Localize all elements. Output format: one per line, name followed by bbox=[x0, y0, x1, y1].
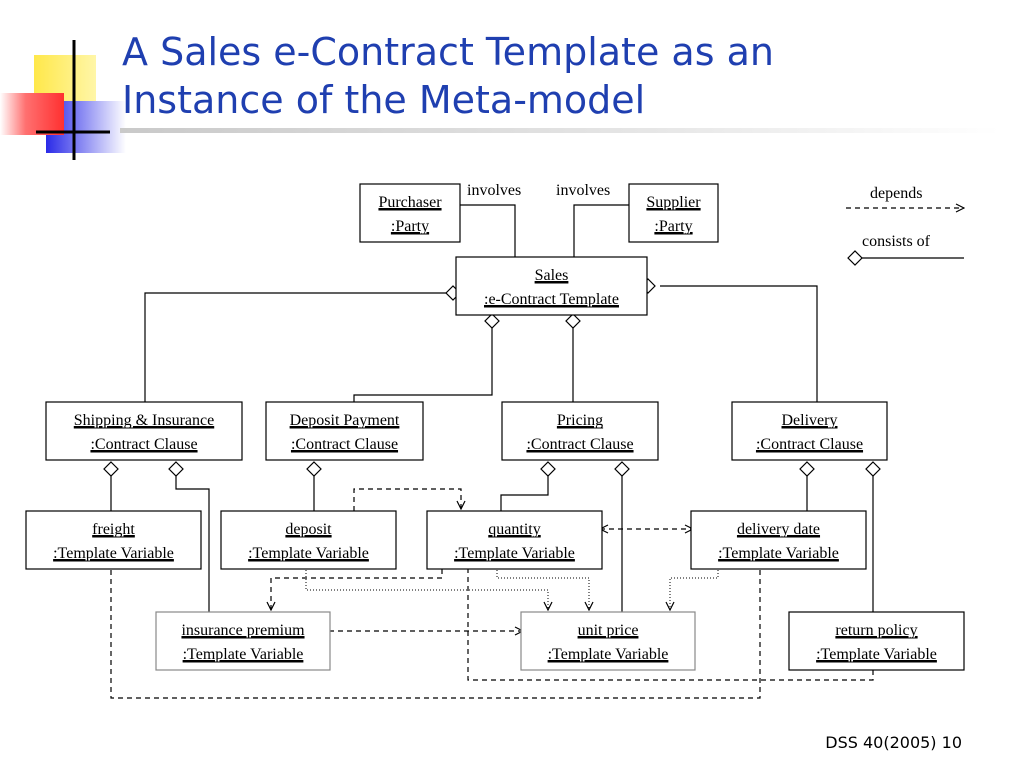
node-type: :e-Contract Template bbox=[484, 291, 619, 308]
node-name: Delivery bbox=[782, 412, 838, 429]
involves-label-right: involves bbox=[556, 182, 610, 199]
node-name: delivery date bbox=[737, 521, 820, 538]
node-unit-price: unit price :Template Variable bbox=[520, 611, 696, 671]
node-type: :Contract Clause bbox=[756, 436, 863, 453]
node-box bbox=[520, 611, 696, 671]
node-type: :Contract Clause bbox=[291, 436, 398, 453]
node-name: Shipping & Insurance bbox=[74, 412, 214, 429]
node-return-policy: return policy :Template Variable bbox=[788, 611, 965, 671]
node-deposit: deposit :Template Variable bbox=[220, 510, 397, 570]
link-pricing-quantity bbox=[500, 476, 549, 511]
diamond-deposit-payment bbox=[306, 461, 322, 477]
node-box bbox=[265, 401, 424, 461]
diamond-pricing-2 bbox=[614, 461, 630, 477]
node-name: Purchaser bbox=[378, 194, 442, 211]
link-shipping-insurance bbox=[175, 476, 210, 612]
diamond-shipping-2 bbox=[168, 461, 184, 477]
dep-deposit-quantity bbox=[353, 488, 461, 511]
link-sales-deposit-payment bbox=[353, 328, 493, 402]
node-box bbox=[359, 183, 461, 243]
dep-freight-deliverydate bbox=[110, 558, 760, 699]
legend-consists-label: consists of bbox=[862, 233, 931, 250]
link-sales-shipping bbox=[144, 292, 446, 402]
node-type: :Contract Clause bbox=[526, 436, 633, 453]
corner-logo bbox=[0, 40, 126, 160]
involves-line-purchaser bbox=[460, 204, 516, 257]
involves-label-left: involves bbox=[467, 182, 521, 199]
node-deposit-payment: Deposit Payment :Contract Clause bbox=[265, 401, 424, 461]
node-type: :Party bbox=[654, 218, 692, 235]
node-name: Deposit Payment bbox=[290, 412, 400, 429]
diamond-sales-bottom-left bbox=[484, 313, 500, 329]
node-freight: freight :Template Variable bbox=[25, 510, 202, 570]
node-name: return policy bbox=[835, 622, 917, 639]
dep-returnpolicy-quantity bbox=[468, 558, 874, 681]
involves-line-supplier bbox=[573, 204, 630, 257]
node-delivery-date: delivery date :Template Variable bbox=[690, 510, 867, 570]
node-name: freight bbox=[92, 521, 135, 538]
node-purchaser: Purchaser :Party bbox=[359, 183, 461, 243]
node-type: :Template Variable bbox=[53, 545, 174, 562]
node-type: :Template Variable bbox=[183, 646, 304, 663]
link-sales-delivery bbox=[660, 285, 818, 402]
node-name: Pricing bbox=[557, 412, 603, 429]
node-box bbox=[25, 510, 202, 570]
node-pricing: Pricing :Contract Clause bbox=[501, 401, 659, 461]
title-line-1: A Sales e-Contract Template as an bbox=[122, 30, 774, 74]
node-name: insurance premium bbox=[181, 622, 305, 639]
node-box bbox=[788, 611, 965, 671]
title-line-2: Instance of the Meta-model bbox=[122, 78, 646, 122]
node-shipping: Shipping & Insurance :Contract Clause bbox=[45, 401, 243, 461]
node-box bbox=[426, 510, 603, 570]
composition-lines bbox=[110, 204, 964, 612]
node-box bbox=[45, 401, 243, 461]
node-box bbox=[690, 510, 867, 570]
node-quantity: quantity :Template Variable bbox=[426, 510, 603, 570]
node-type: :Template Variable bbox=[248, 545, 369, 562]
node-box bbox=[220, 510, 397, 570]
diamond-shipping-1 bbox=[103, 461, 119, 477]
node-type: :Template Variable bbox=[816, 646, 937, 663]
slide-footer: DSS 40(2005) 10 bbox=[825, 733, 962, 752]
node-type: :Template Variable bbox=[454, 545, 575, 562]
node-type: :Contract Clause bbox=[90, 436, 197, 453]
node-supplier: Supplier :Party bbox=[628, 183, 719, 243]
node-box bbox=[155, 611, 331, 671]
node-box bbox=[455, 256, 648, 316]
page-title: A Sales e-Contract Template as an Instan… bbox=[122, 28, 1002, 124]
node-name: Sales bbox=[535, 267, 569, 284]
node-sales: Sales :e-Contract Template bbox=[455, 256, 648, 316]
node-box bbox=[628, 183, 719, 243]
title-underline bbox=[120, 128, 1000, 133]
diamond-pricing-1 bbox=[540, 461, 556, 477]
node-name: deposit bbox=[285, 521, 332, 538]
legend-diamond bbox=[847, 250, 863, 266]
diamond-sales-bottom-right bbox=[565, 313, 581, 329]
diamond-delivery-1 bbox=[799, 461, 815, 477]
node-name: quantity bbox=[488, 521, 540, 538]
node-type: :Template Variable bbox=[548, 646, 669, 663]
diamond-delivery-2 bbox=[865, 461, 881, 477]
legend-depends-label: depends bbox=[870, 185, 922, 202]
dep-deposit-unitprice bbox=[306, 558, 548, 610]
node-name: unit price bbox=[578, 622, 639, 639]
node-name: Supplier bbox=[646, 194, 701, 211]
composition-diamonds bbox=[103, 250, 881, 477]
node-delivery: Delivery :Contract Clause bbox=[731, 401, 888, 461]
node-box bbox=[731, 401, 888, 461]
node-type: :Template Variable bbox=[718, 545, 839, 562]
node-box bbox=[501, 401, 659, 461]
logo-red-square bbox=[0, 93, 64, 135]
node-insurance-premium: insurance premium :Template Variable bbox=[155, 611, 331, 671]
node-type: :Party bbox=[391, 218, 429, 235]
